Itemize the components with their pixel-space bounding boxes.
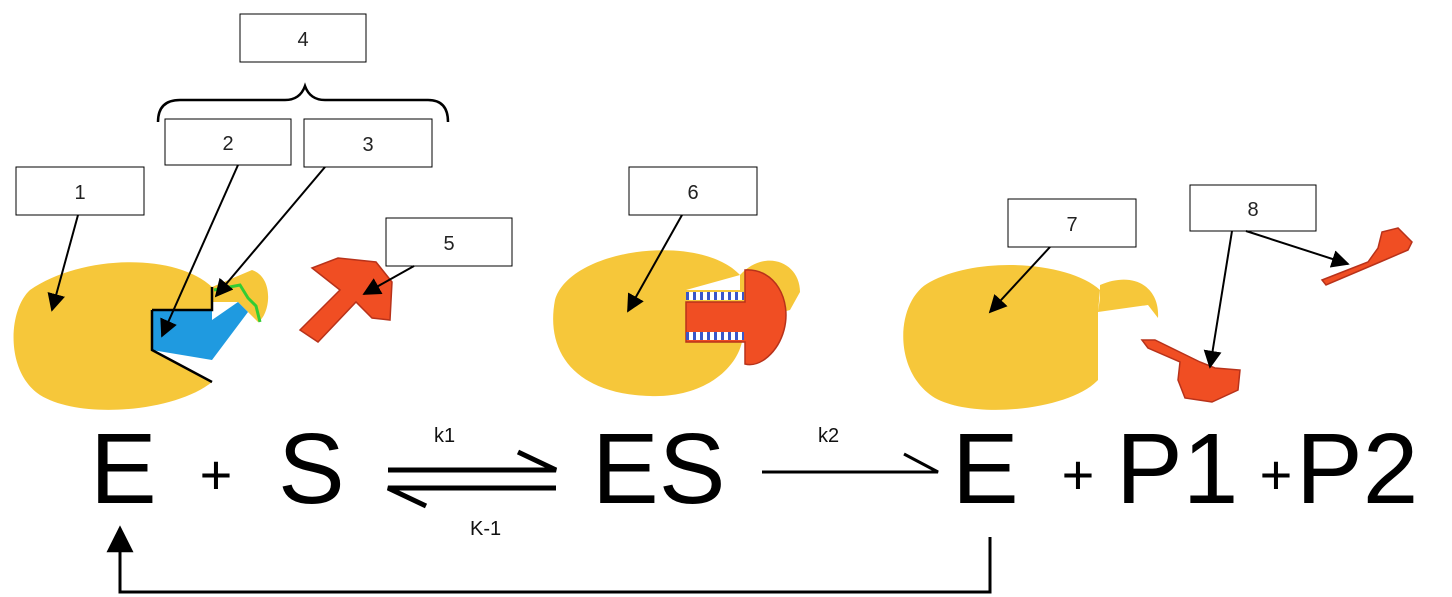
label-1: 1 (74, 182, 85, 204)
recycle-loop (106, 525, 992, 594)
label-box-7: 7 (1007, 198, 1137, 248)
label-box-8: 8 (1189, 184, 1317, 232)
forward-arrow (388, 449, 558, 473)
label-3: 3 (362, 134, 373, 156)
reaction-equation: E + S ES E + P1 + P2 (90, 413, 1418, 525)
active-site-outline (150, 287, 214, 384)
label-box-4: 4 (239, 13, 367, 63)
enzyme-substrate-complex (553, 250, 800, 397)
eq-enzyme-2: E (952, 413, 1019, 525)
arrow-3 (214, 166, 326, 298)
rate-k1: k1 (434, 425, 455, 447)
substrate-bound (685, 269, 787, 366)
pointer-arrows (47, 164, 1350, 369)
label-7: 7 (1066, 214, 1077, 236)
enzyme-free (13, 262, 269, 410)
bonds-bottom (686, 332, 744, 340)
reverse-arrow (386, 485, 556, 509)
label-8: 8 (1247, 199, 1258, 221)
label-box-2: 2 (164, 118, 292, 166)
active-site (152, 302, 248, 360)
arrow-1 (47, 214, 79, 312)
eq-complex: ES (592, 413, 725, 525)
eq-product-1: P1 (1116, 413, 1238, 525)
label-box-6: 6 (628, 166, 758, 216)
arrow-5 (362, 265, 415, 295)
enzyme-body-es (553, 250, 800, 397)
label-box-5: 5 (385, 217, 513, 267)
eq-plus-3: + (1260, 443, 1293, 506)
label-2: 2 (222, 133, 233, 155)
eq-substrate: S (278, 413, 345, 525)
eq-enzyme: E (90, 413, 157, 525)
enzyme-body (13, 262, 269, 410)
bonds-top (686, 292, 744, 300)
arrow-8a (1203, 230, 1233, 369)
equilibrium-arrows (386, 449, 558, 509)
label-4: 4 (297, 29, 308, 51)
product-1 (1140, 339, 1241, 403)
eq-plus-2: + (1062, 443, 1095, 506)
brace (156, 82, 450, 123)
enzyme-body-released (903, 264, 1159, 410)
rate-k-minus-1: K-1 (470, 518, 501, 540)
catalysis-arrow (762, 452, 939, 474)
substrate (298, 257, 393, 343)
label-box-3: 3 (303, 118, 433, 168)
arrow-8b (1245, 230, 1350, 268)
arrow-7 (988, 246, 1051, 314)
eq-product-2: P2 (1296, 413, 1418, 525)
enzyme-released (903, 264, 1159, 410)
arrow-2 (160, 164, 239, 338)
arrow-6 (627, 214, 683, 313)
label-6: 6 (687, 182, 698, 204)
label-5: 5 (443, 233, 454, 255)
eq-plus-1: + (200, 443, 233, 506)
label-box-1: 1 (15, 166, 145, 216)
product-2 (1320, 227, 1413, 286)
rate-k2: k2 (818, 425, 839, 447)
